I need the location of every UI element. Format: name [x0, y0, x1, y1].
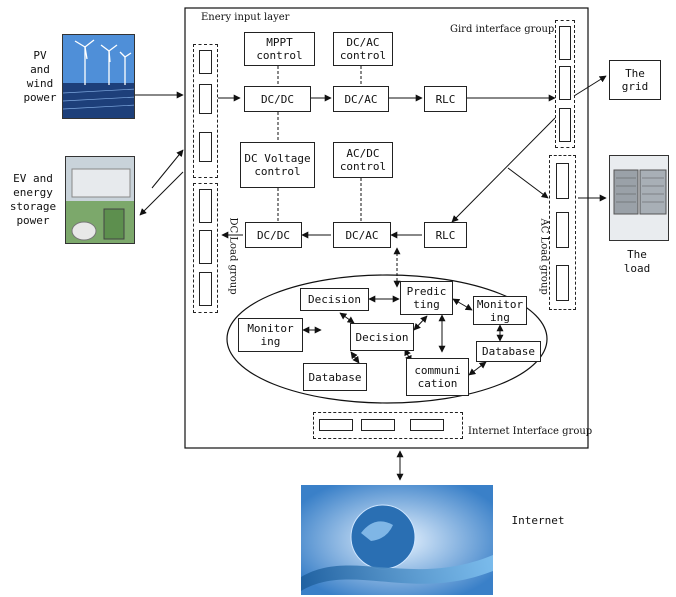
- internet-interface-group-label: Internet Interface group: [468, 426, 593, 437]
- ac-load-slot-1: [556, 163, 569, 199]
- dc-load-slot-1: [199, 189, 212, 223]
- database-left-block: Database: [303, 363, 367, 391]
- decision-center-block: Decision: [350, 323, 414, 351]
- decision-top-block: Decision: [300, 288, 369, 311]
- ac-load-slot-3: [556, 265, 569, 301]
- dc-load-group-label: DC Load group: [227, 217, 239, 295]
- grid-slot-1: [559, 26, 571, 60]
- dc-input-slot-3: [199, 132, 212, 162]
- dcac-bottom-block: DC/AC: [333, 222, 391, 248]
- dc-load-slot-3: [199, 272, 212, 306]
- grid-interface-group-label: Gird interface group: [450, 24, 555, 35]
- communication-block: communi cation: [406, 358, 469, 396]
- dc-load-group-lower: [193, 183, 218, 313]
- dcac-control-block: DC/AC control: [333, 32, 393, 66]
- ev-storage-image: [65, 156, 135, 244]
- predicting-block: Predic ting: [400, 281, 453, 315]
- hvac-unit-icon: [610, 156, 668, 240]
- link-decision-database: [350, 351, 360, 364]
- grid-interface-group: [555, 20, 575, 148]
- globe-icon: [301, 485, 493, 595]
- dc-voltage-control-block: DC Voltage control: [240, 142, 315, 188]
- grid-box: The grid: [609, 60, 661, 100]
- arrow-to-ac-load: [507, 167, 549, 199]
- ev-storage-label: EV and energy storage power: [9, 172, 57, 227]
- mppt-control-block: MPPT control: [244, 32, 315, 66]
- monitoring-left-block: Monitor ing: [238, 318, 303, 352]
- pv-wind-image: [62, 34, 135, 119]
- system-frame: [184, 7, 589, 449]
- load-label: The load: [623, 248, 651, 275]
- arrow-ev-out: [139, 171, 184, 216]
- load-image: [609, 155, 669, 241]
- dcdc-top-block: DC/DC: [244, 86, 311, 112]
- internet-slot-3: [410, 419, 444, 431]
- rlc-top-block: RLC: [424, 86, 467, 112]
- database-right-block: Database: [476, 341, 541, 362]
- energy-input-layer-label: Enery input layer: [201, 12, 290, 23]
- ac-load-slot-2: [556, 212, 569, 248]
- grid-slot-3: [559, 108, 571, 142]
- internet-interface-group: [313, 412, 463, 439]
- rlc-bottom-block: RLC: [424, 222, 467, 248]
- link-decision-predicting-2: [413, 315, 428, 331]
- dc-input-slot-1: [199, 50, 212, 74]
- internet-image: [301, 485, 493, 595]
- management-ellipse: [226, 274, 548, 404]
- dcac-top-block: DC/AC: [333, 86, 389, 112]
- pv-wind-label: PV and wind power: [23, 49, 57, 104]
- link-predicting-monitoring: [452, 298, 473, 311]
- arrow-to-grid: [573, 75, 607, 97]
- wind-turbine-icon: [63, 35, 134, 118]
- internet-label: Internet: [511, 514, 565, 527]
- acdc-control-block: AC/DC control: [333, 142, 393, 178]
- dc-load-slot-2: [199, 230, 212, 264]
- dc-load-group: [193, 44, 218, 178]
- dcdc-bottom-block: DC/DC: [245, 222, 302, 248]
- dc-input-slot-2: [199, 84, 212, 114]
- grid-slot-2: [559, 66, 571, 100]
- arrow-grid-rlc: [451, 117, 556, 223]
- arrow-ev-in: [151, 149, 184, 189]
- ac-load-group: [549, 155, 576, 310]
- internet-slot-2: [361, 419, 395, 431]
- ev-charger-icon: [66, 157, 134, 243]
- link-communication-database: [468, 361, 487, 376]
- ac-load-group-label: AC Load group: [538, 218, 550, 295]
- link-decision-decision: [339, 312, 355, 324]
- internet-slot-1: [319, 419, 353, 431]
- monitoring-right-block: Monitor ing: [473, 296, 527, 325]
